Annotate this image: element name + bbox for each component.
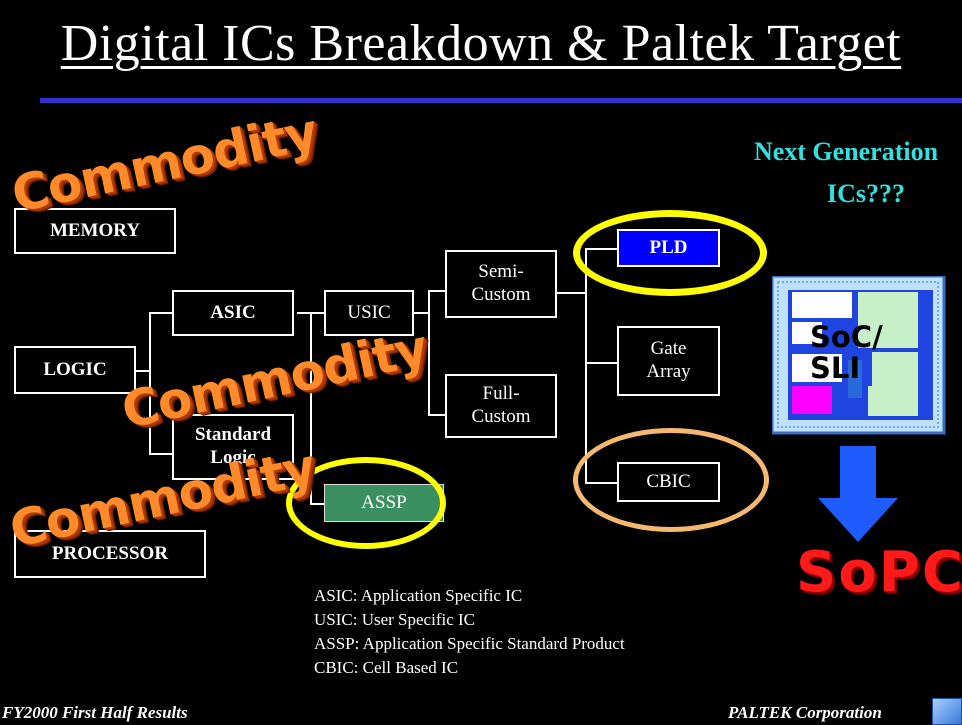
- connector: [585, 248, 587, 483]
- asic-box: ASIC: [172, 290, 294, 336]
- connector: [428, 290, 445, 292]
- legend-item: ASSP: Application Specific Standard Prod…: [314, 634, 625, 653]
- semi-custom-box: Semi-Custom: [445, 250, 557, 318]
- connector: [413, 312, 428, 314]
- legend-item: CBIC: Cell Based IC: [314, 658, 459, 677]
- next-generation-text: Next Generation ICs???: [728, 137, 962, 209]
- soc-chip-graphic: [772, 276, 946, 435]
- connector: [149, 312, 173, 314]
- pld-highlight-ring: [573, 210, 767, 296]
- memory-box: MEMORY: [14, 208, 176, 254]
- title-rule: [40, 98, 962, 103]
- abbreviation-legend: ASIC: Application Specific IC USIC: User…: [314, 584, 625, 680]
- connector: [135, 370, 149, 372]
- soc-label-line2: SLI: [810, 351, 861, 386]
- footer-left: FY2000 First Half Results: [2, 703, 188, 722]
- cbic-highlight-ring: [573, 428, 769, 532]
- processor-box: PROCESSOR: [14, 530, 206, 578]
- usic-box: USIC: [324, 290, 414, 336]
- sopc-label: SoPC: [796, 540, 962, 605]
- full-custom-box: Full-Custom: [445, 374, 557, 438]
- connector: [149, 312, 151, 454]
- footer-right: PALTEK Corporation: [728, 703, 882, 722]
- legend-item: ASIC: Application Specific IC: [314, 586, 523, 605]
- next-generation-line1: Next Generation: [753, 137, 939, 166]
- connector: [428, 290, 430, 415]
- connector: [310, 312, 312, 504]
- standard-logic-box: Standard Logic: [172, 414, 294, 480]
- commodity-label-memory: Commodity: [6, 102, 323, 224]
- connector: [149, 453, 173, 455]
- assp-highlight-ring: [286, 457, 446, 549]
- next-generation-line2: ICs???: [826, 179, 905, 208]
- connector: [585, 362, 617, 364]
- soc-label-line1: SoC/: [810, 320, 883, 354]
- logic-box: LOGIC: [14, 346, 136, 394]
- connector: [428, 414, 445, 416]
- legend-item: USIC: User Specific IC: [314, 610, 476, 629]
- slide-title: Digital ICs Breakdown & Paltek Target: [60, 15, 902, 72]
- down-arrow-icon: [818, 446, 898, 542]
- gate-array-box: Gate Array: [617, 326, 720, 396]
- connector: [556, 292, 586, 294]
- soc-label: SoC/ SLI: [810, 320, 930, 386]
- paltek-logo-icon: [932, 698, 962, 725]
